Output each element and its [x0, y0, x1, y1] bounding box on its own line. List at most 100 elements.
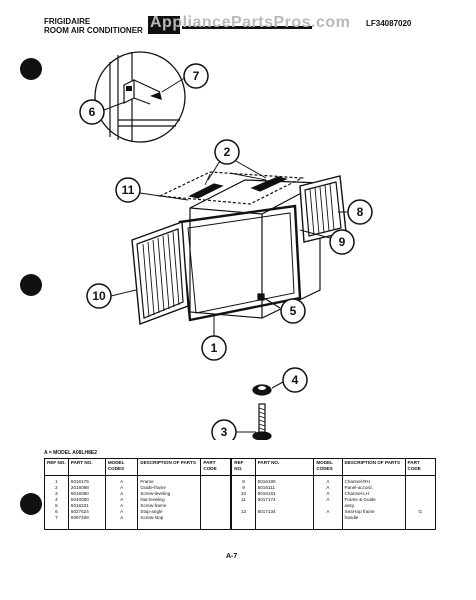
model-cell: A [313, 485, 343, 491]
header-rule [182, 26, 312, 29]
brand-line-2: ROOM AIR CONDITIONER [44, 26, 143, 35]
right-accordion-panel [299, 175, 347, 243]
callout-circle-10 [86, 283, 112, 309]
part-cell: 5097408 [67, 515, 106, 530]
part-cell: 5016221 [67, 503, 106, 509]
table-row: 3 5016080 A Screw-leveling 10 5016181 A … [44, 491, 437, 497]
desc-cell: Screw-stop [137, 515, 202, 530]
stop-angle-detail [94, 51, 186, 143]
desc-cell: handle [341, 515, 406, 530]
callout-circle-2 [214, 139, 240, 165]
table-row: 1 5016176 A Frame 8 5016180 A Channel-RH [44, 475, 437, 485]
model-cell [313, 515, 343, 530]
brand-line-1: FRIGIDAIRE [44, 17, 91, 26]
callout-2: 2 [224, 145, 231, 159]
document-number: LF34087020 [366, 19, 412, 28]
callout-circle-1 [201, 335, 227, 361]
logo-block [148, 16, 180, 34]
ref-cell [230, 503, 256, 509]
callout-circle-9 [329, 229, 355, 255]
ref-cell: 10 [230, 491, 256, 497]
code-cell: G [404, 509, 437, 515]
exploded-view-diagram: 7 6 2 11 8 9 10 5 1 4 3 [79, 51, 373, 440]
leader-lines [103, 76, 348, 433]
callout-5: 5 [290, 304, 297, 318]
part-cell: 5040080 [67, 497, 106, 503]
callout-circle-4 [282, 367, 308, 393]
header-part: PART NO. [67, 458, 106, 476]
table-row: 4 5040080 A Nut-leveling 11 5017174 A Fr… [44, 497, 437, 503]
binder-hole-bottom [20, 493, 42, 515]
part-cell: 5016080 [67, 491, 106, 497]
header-model: MODEL CODES [104, 458, 139, 476]
header-desc-2: DESCRIPTION OF PARTS [341, 458, 406, 476]
header-ref-2: REF NO. [230, 458, 256, 476]
model-cell: A [313, 509, 343, 515]
desc-cell: Channel-RH [341, 475, 406, 485]
header-ref: REF NO. [44, 458, 69, 476]
callout-3: 3 [221, 425, 228, 439]
callout-9: 9 [339, 235, 346, 249]
code-cell [404, 515, 437, 530]
callout-circle-6 [79, 99, 105, 125]
header-code-2: PART CODE [404, 458, 437, 476]
callout-1: 1 [211, 341, 218, 355]
table-row: 6 5027624 A Stop-angle 12 5017134 A Seal… [44, 509, 437, 515]
header-code: PART CODE [200, 458, 232, 476]
ref-cell: 11 [230, 497, 256, 503]
code-cell [404, 485, 437, 491]
model-cell [313, 503, 343, 509]
callout-4: 4 [292, 373, 299, 387]
table-row: 5 5016221 A Screw-frame assy. [44, 503, 437, 509]
binder-hole-top [20, 58, 42, 80]
ref-cell: 7 [44, 515, 69, 530]
table-row: 7 5097408 A Screw-stop handle [44, 515, 437, 530]
callout-circle-11 [115, 177, 141, 203]
callout-6: 6 [89, 105, 96, 119]
callout-circle-5 [280, 298, 306, 324]
header-model-2: MODEL CODES [313, 458, 343, 476]
binder-hole-middle [20, 274, 42, 296]
model-cell: A [313, 475, 343, 485]
callout-circle-3 [211, 419, 237, 440]
code-cell [200, 515, 232, 530]
page-number: A-7 [226, 553, 238, 560]
callout-7: 7 [193, 69, 200, 83]
header-part-2: PART NO. [254, 458, 315, 476]
ref-cell [230, 515, 256, 530]
model-cell: A [313, 497, 343, 503]
part-cell: 5027624 [67, 509, 106, 515]
callout-11: 11 [122, 183, 135, 197]
desc-cell: Frame [137, 475, 202, 485]
ref-cell: 8 [230, 475, 256, 485]
model-cell: A [104, 515, 139, 530]
leveling-nut [252, 384, 272, 396]
leveling-screw [252, 403, 272, 440]
table-row: 2 2016088 A Guide-frame 9 5016111 A Pane… [44, 485, 437, 491]
callout-8: 8 [357, 205, 364, 219]
part-cell [254, 515, 315, 530]
ref-cell: 12 [230, 509, 256, 515]
code-cell [404, 475, 437, 485]
code-cell [404, 503, 437, 509]
model-cell: A [104, 475, 139, 485]
parts-table: REF NO. PART NO. MODEL CODES DESCRIPTION… [44, 458, 437, 530]
part-cell: 2016088 [67, 485, 106, 491]
model-note: A = MODEL A08LH8E2 [44, 450, 98, 456]
left-accordion-panel [131, 221, 189, 325]
header-desc: DESCRIPTION OF PARTS [137, 458, 202, 476]
frame-screw [257, 293, 281, 309]
ref-cell: 9 [230, 485, 256, 491]
brand-title: FRIGIDAIRE ROOM AIR CONDITIONER [44, 17, 143, 35]
frame-guides [188, 172, 288, 199]
code-cell [404, 491, 437, 497]
header-logo-bar [148, 16, 312, 34]
code-cell [200, 475, 232, 485]
callout-circles [79, 63, 373, 440]
watermark: AppliancePartsPros.com [150, 14, 351, 31]
part-cell: 5016176 [67, 475, 106, 485]
model-cell: A [313, 491, 343, 497]
part-cell: 5016180 [254, 475, 315, 485]
code-cell [404, 497, 437, 503]
table-header-row: REF NO. PART NO. MODEL CODES DESCRIPTION… [44, 458, 437, 476]
